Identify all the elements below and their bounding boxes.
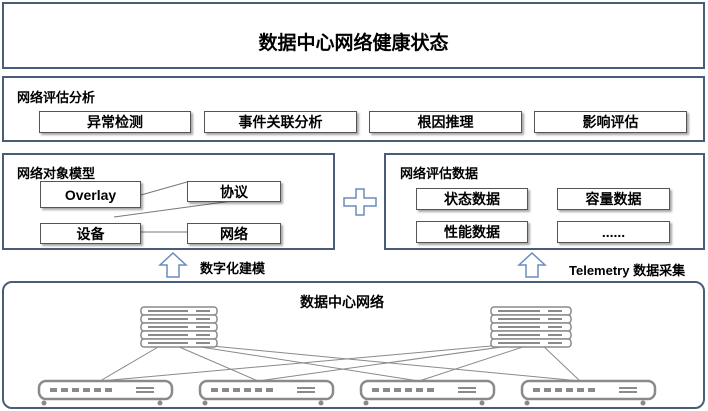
protocol-node: 协议: [187, 181, 281, 202]
plus-icon: [343, 188, 377, 216]
overlay-node: Overlay: [40, 181, 141, 208]
eval-data-heading: 网络评估数据: [400, 166, 479, 181]
digital-modeling-caption: 数字化建模: [200, 261, 266, 276]
title-panel: 数据中心网络健康状态: [2, 2, 705, 69]
page-title: 数据中心网络健康状态: [258, 33, 449, 54]
model-links: [113, 181, 233, 233]
network-node: 网络: [187, 223, 281, 244]
topology-links: [99, 342, 581, 382]
state-data-box: 状态数据: [416, 188, 528, 210]
leaf-switch-1-icon: [37, 379, 174, 406]
more-data-box: ......: [557, 221, 670, 243]
event-correlation-box: 事件关联分析: [204, 111, 357, 133]
spine-switch-left-icon: [140, 306, 218, 348]
model-heading: 网络对象模型: [17, 166, 96, 181]
analysis-heading: 网络评估分析: [17, 90, 96, 105]
object-model-panel: 网络对象模型 Overlay 协议 设备 网络: [2, 153, 335, 250]
impact-assessment-box: 影响评估: [534, 111, 687, 133]
up-arrow-icon: [517, 252, 547, 278]
up-arrow-icon: [158, 252, 188, 278]
capacity-data-box: 容量数据: [557, 188, 670, 210]
device-node: 设备: [40, 223, 141, 244]
eval-data-panel: 网络评估数据 状态数据 容量数据 性能数据 ......: [384, 153, 705, 250]
leaf-switch-3-icon: [359, 379, 496, 406]
performance-data-box: 性能数据: [416, 221, 528, 243]
leaf-switch-2-icon: [198, 379, 335, 406]
analysis-panel: 网络评估分析 异常检测 事件关联分析 根因推理 影响评估: [2, 76, 705, 142]
spine-switch-right-icon: [490, 306, 572, 348]
root-cause-box: 根因推理: [369, 111, 522, 133]
telemetry-caption: Telemetry 数据采集: [569, 263, 686, 278]
dc-network-heading: 数据中心网络: [300, 294, 384, 310]
leaf-switch-4-icon: [520, 379, 657, 406]
anomaly-detection-box: 异常检测: [39, 111, 191, 133]
